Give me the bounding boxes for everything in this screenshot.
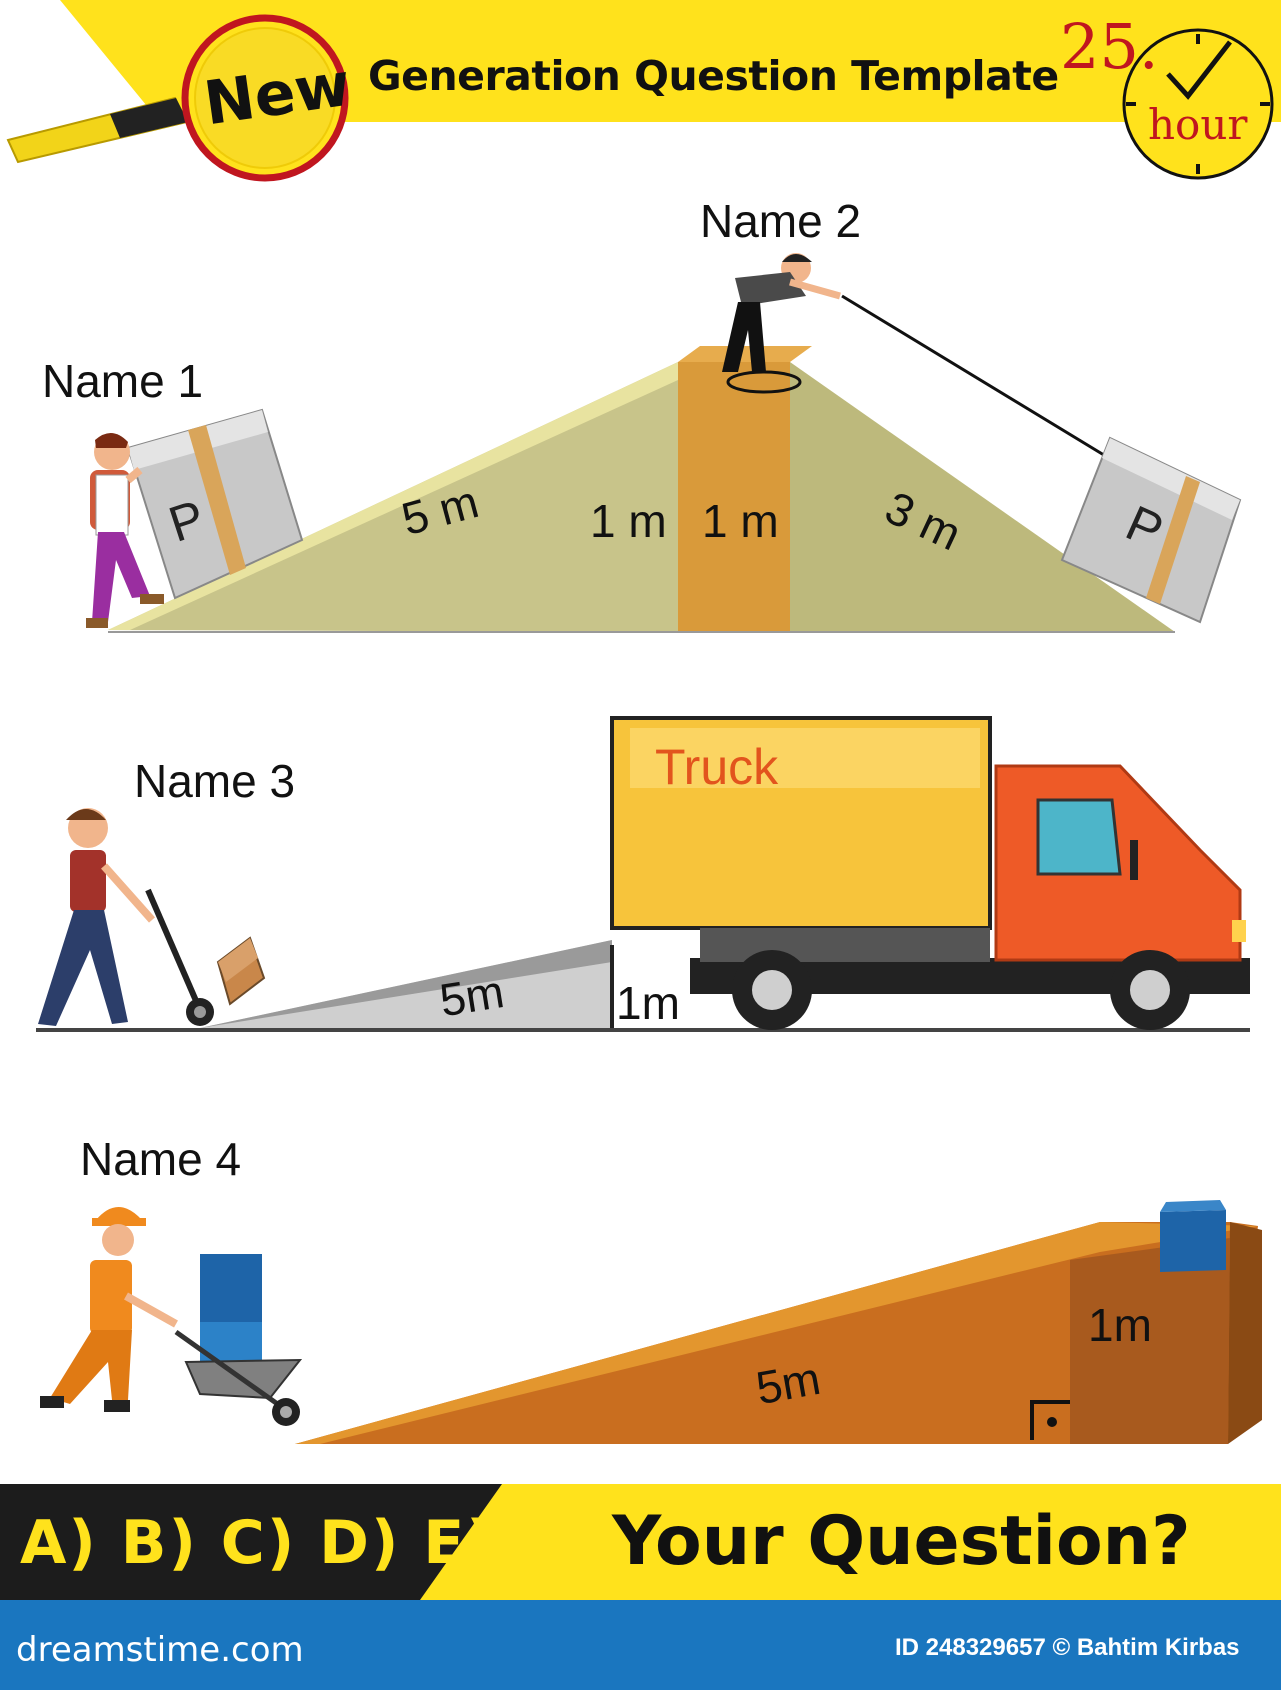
footer-credit: ID 248329657 © Bahtim Kirbas — [895, 1634, 1240, 1661]
question-bar — [0, 1484, 1281, 1600]
header-banner — [6, 0, 1281, 182]
name-1-label: Name 1 — [42, 355, 204, 407]
dim-ramp-slope: 5m — [752, 1351, 825, 1415]
answer-options: A) B) C) D) E) — [20, 1508, 496, 1578]
name-3-label: Name 3 — [134, 755, 296, 807]
question-text: Your Question? — [612, 1502, 1191, 1581]
person-1-figure — [86, 432, 164, 628]
person-3-figure — [38, 808, 155, 1026]
hand-truck-figure — [145, 888, 266, 1026]
dim-height-left: 1 m — [590, 495, 667, 547]
box-p-left — [126, 408, 304, 600]
clock-number: 25. — [1060, 10, 1159, 83]
footer-site: dreamstime.com — [16, 1630, 304, 1670]
page-title: Generation Question Template — [368, 52, 1059, 100]
scene2-truck — [36, 716, 1250, 1032]
dim-truck-height: 1m — [616, 977, 680, 1029]
wheelbarrow-figure — [174, 1254, 303, 1426]
box-p-right — [1060, 436, 1242, 624]
name-2-label: Name 2 — [700, 195, 862, 247]
clock-icon — [1122, 28, 1274, 180]
clock-unit: hour — [1148, 100, 1248, 149]
person-4-figure — [40, 1207, 178, 1412]
name-4-label: Name 4 — [80, 1133, 242, 1185]
truck-label: Truck — [655, 739, 779, 795]
scene3-ramp — [295, 1200, 1262, 1444]
dim-ramp-height: 1m — [1088, 1299, 1152, 1351]
person-2-figure — [722, 253, 1123, 468]
dim-truck-ramp: 5m — [436, 964, 508, 1027]
footer-bar — [0, 1600, 1281, 1690]
dim-height-right: 1 m — [702, 495, 779, 547]
